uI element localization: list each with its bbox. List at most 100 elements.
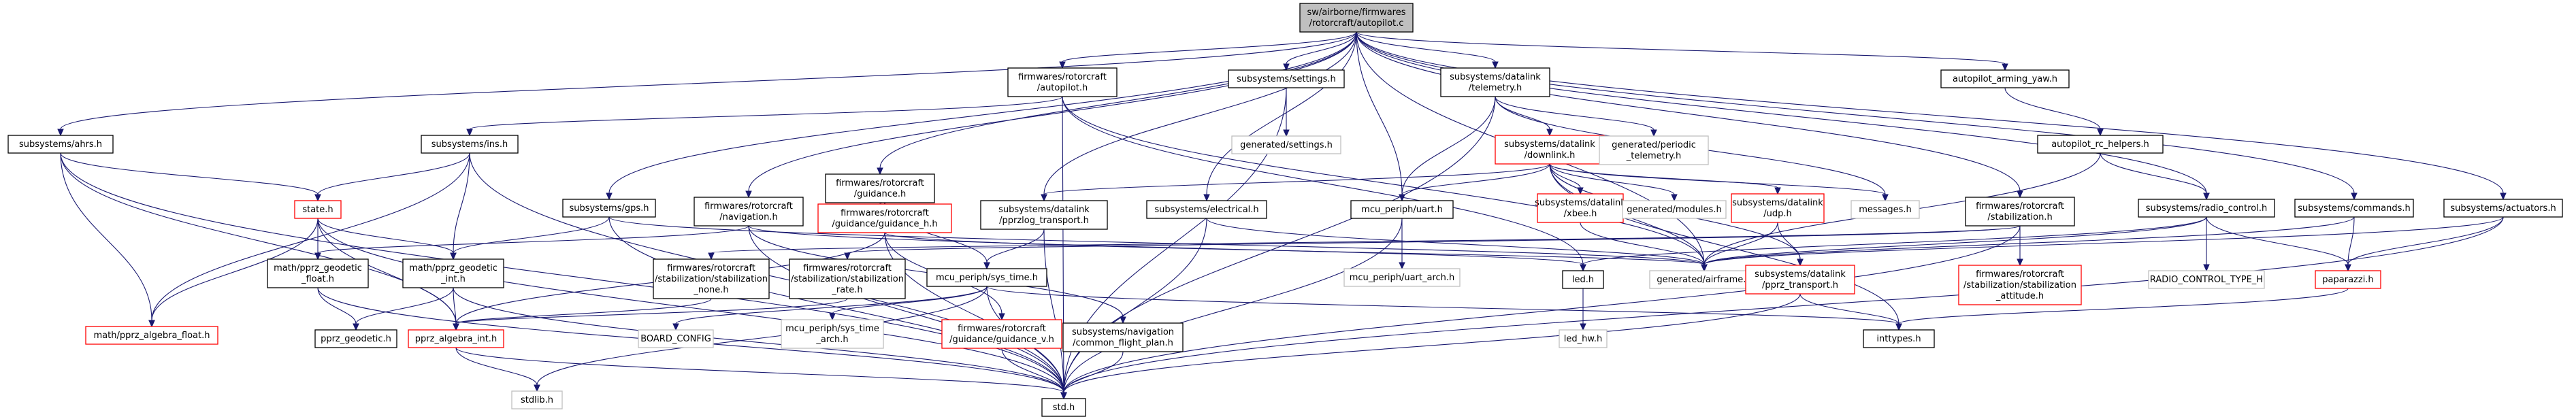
edge-paparazzi-h-to-inttypes-h — [1895, 288, 2349, 331]
node-label: math/pprz_geodetic — [409, 263, 498, 273]
node-uart-h[interactable]: mcu_periph/uart.h — [1350, 200, 1454, 219]
node-paparazzi-h[interactable]: paparazzi.h — [2315, 270, 2381, 289]
edge-root-to-arming-yaw — [1356, 31, 2008, 71]
node-ins-h[interactable]: subsystems/ins.h — [421, 135, 519, 154]
node-label: RADIO_CONTROL_TYPE_H — [2150, 275, 2263, 285]
node-arming-yaw[interactable]: autopilot_arming_yaw.h — [1940, 69, 2070, 88]
node-gen-airframe: generated/airframe.h — [1649, 270, 1759, 289]
node-common-fp[interactable]: subsystems/navigation/common_flight_plan… — [1062, 322, 1184, 352]
node-label: firmwares/rotorcraft — [841, 208, 929, 218]
node-stab-none[interactable]: firmwares/rotorcraft/stabilization/stabi… — [653, 258, 770, 299]
node-guidance-h[interactable]: firmwares/rotorcraft/guidance.h — [825, 173, 935, 203]
node-navigation-h[interactable]: firmwares/rotorcraft/navigation.h — [694, 197, 804, 227]
node-box — [1562, 270, 1604, 289]
edge-root-to-commands-h — [1356, 31, 2358, 201]
edge-navigation-h-to-geodetic-float — [314, 225, 749, 261]
node-ahrs-h[interactable]: subsystems/ahrs.h — [7, 135, 114, 154]
node-box — [980, 200, 1108, 230]
node-pprz-transport[interactable]: subsystems/datalink/pprz_transport.h — [1745, 265, 1855, 295]
node-led-hw: led_hw.h — [1559, 329, 1608, 348]
node-label: _rate.h — [831, 285, 862, 295]
node-stab-attitude[interactable]: firmwares/rotorcraft/stabilization/stabi… — [1958, 265, 2082, 305]
node-label: /stabilization/stabilization — [1963, 280, 2076, 290]
node-box — [1731, 193, 1825, 223]
node-stabilization[interactable]: firmwares/rotorcraft/stabilization.h — [1965, 197, 2075, 227]
node-label: autopilot_arming_yaw.h — [1953, 74, 2057, 84]
node-geodetic-int[interactable]: math/pprz_geodetic_int.h — [402, 258, 504, 288]
edge-navigation-h-to-std-h — [748, 225, 1067, 400]
node-rc-helpers[interactable]: autopilot_rc_helpers.h — [2037, 135, 2164, 154]
node-box — [1228, 69, 1345, 88]
node-settings-h[interactable]: subsystems/settings.h — [1228, 69, 1345, 88]
node-guidance-v-h[interactable]: firmwares/rotorcraft/guidance/guidance_v… — [941, 319, 1062, 349]
node-guidance-h-h[interactable]: firmwares/rotorcraft/guidance/guidance_h… — [817, 203, 952, 233]
node-label: subsystems/actuators.h — [2450, 203, 2556, 214]
node-pprz-geodetic[interactable]: pprz_geodetic.h — [314, 329, 397, 348]
node-box — [1958, 265, 2082, 305]
edge-geodetic-float-to-pprz-geodetic — [317, 287, 359, 331]
edge-downlink-h-to-uart-h — [1399, 163, 1550, 202]
node-radio-control[interactable]: subsystems/radio_control.h — [2138, 199, 2275, 218]
edge-root-to-pprzlog — [1041, 31, 1357, 202]
node-box — [1537, 193, 1624, 223]
node-label: _none.h — [693, 285, 728, 295]
node-label: /guidance/guidance_v.h — [949, 335, 1054, 345]
node-xbee-h[interactable]: subsystems/datalink/xbee.h — [1535, 193, 1626, 223]
node-label: _int.h — [440, 274, 466, 284]
node-std-h[interactable]: std.h — [1041, 398, 1086, 417]
edge-autopilot-h-to-std-h — [1060, 96, 1067, 400]
node-label: firmwares/rotorcraft — [1018, 72, 1107, 82]
node-telemetry-h[interactable]: subsystems/datalink/telemetry.h — [1440, 67, 1550, 97]
node-label: /autopilot.h — [1037, 83, 1088, 93]
node-commands-h[interactable]: subsystems/commands.h — [2294, 199, 2414, 218]
node-stdlib-h: stdlib.h — [511, 390, 563, 409]
node-gps-h[interactable]: subsystems/gps.h — [562, 199, 656, 218]
node-algebra-float[interactable]: math/pprz_algebra_float.h — [85, 326, 218, 345]
node-state-h[interactable]: state.h — [294, 200, 342, 219]
node-box — [2148, 270, 2265, 289]
node-led-h[interactable]: led.h — [1562, 270, 1604, 289]
node-box — [1495, 135, 1605, 165]
node-geodetic-float[interactable]: math/pprz_geodetic_float.h — [267, 258, 369, 288]
edge-ahrs-h-to-algebra-int — [60, 152, 459, 331]
node-label: subsystems/datalink — [1755, 269, 1846, 280]
node-autopilot-h[interactable]: firmwares/rotorcraft/autopilot.h — [1007, 67, 1118, 97]
node-box — [789, 258, 906, 299]
node-udp-h[interactable]: subsystems/datalink/udp.h — [1731, 193, 1825, 223]
node-box — [1965, 197, 2075, 227]
node-box — [421, 135, 519, 154]
edge-pprz-transport-to-inttypes-h — [1799, 293, 1902, 331]
node-label: /stabilization.h — [1987, 212, 2052, 222]
edge-ins-h-to-geodetic-int — [450, 152, 470, 261]
node-label: /pprzlog_transport.h — [999, 216, 1089, 226]
node-stab-rate[interactable]: firmwares/rotorcraft/stabilization/stabi… — [789, 258, 906, 299]
node-algebra-int[interactable]: pprz_algebra_int.h — [408, 329, 504, 348]
node-box — [314, 329, 397, 348]
node-label: subsystems/electrical.h — [1154, 205, 1258, 215]
node-box — [408, 329, 504, 348]
node-label: subsystems/settings.h — [1237, 74, 1336, 84]
node-electrical[interactable]: subsystems/electrical.h — [1146, 200, 1267, 219]
node-pprzlog[interactable]: subsystems/datalink/pprzlog_transport.h — [980, 200, 1108, 230]
node-label: /guidance.h — [854, 189, 906, 199]
node-label: generated/settings.h — [1240, 140, 1333, 150]
edge-algebra-int-to-std-h — [455, 347, 1067, 400]
node-box — [2138, 199, 2275, 218]
node-box — [2443, 199, 2563, 218]
node-box — [1299, 3, 1414, 33]
node-box — [1863, 329, 1935, 348]
node-box — [1440, 67, 1550, 97]
node-sys-time[interactable]: mcu_periph/sys_time.h — [926, 268, 1047, 287]
node-box — [1622, 200, 1727, 219]
node-label: firmwares/rotorcraft — [958, 324, 1046, 334]
node-actuators-h[interactable]: subsystems/actuators.h — [2443, 199, 2563, 218]
node-inttypes-h[interactable]: inttypes.h — [1863, 329, 1935, 348]
node-uart-arch: mcu_periph/uart_arch.h — [1343, 268, 1461, 287]
node-downlink-h[interactable]: subsystems/datalink/downlink.h — [1495, 135, 1605, 165]
node-root: sw/airborne/firmwares/rotorcraft/autopil… — [1299, 3, 1414, 33]
node-box — [926, 268, 1047, 287]
node-label: led.h — [1572, 275, 1594, 285]
edge-root-to-electrical — [1203, 31, 1357, 202]
node-label: subsystems/gps.h — [569, 203, 649, 214]
node-label: _telemetry.h — [1626, 151, 1682, 161]
